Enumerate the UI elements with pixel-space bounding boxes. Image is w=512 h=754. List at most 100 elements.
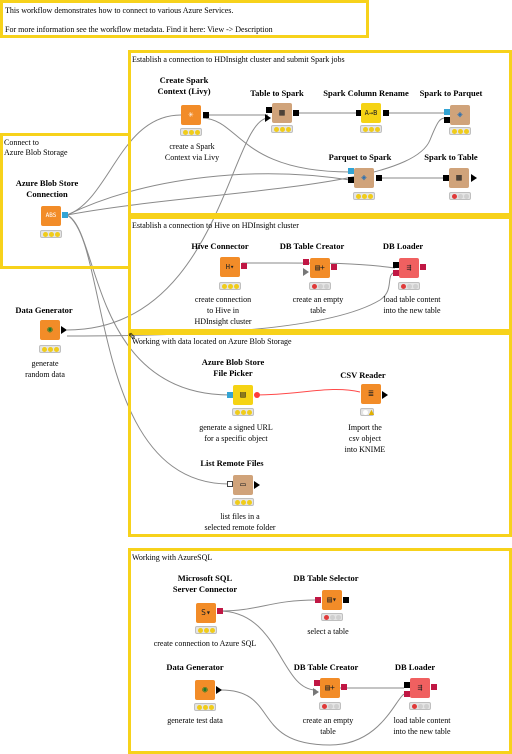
- db-table-creator-icon[interactable]: ▤+: [320, 678, 340, 698]
- output-port[interactable]: [293, 110, 299, 116]
- annotation-azuresql: Working with AzureSQL: [128, 548, 512, 754]
- node-description: load table content into the new table: [383, 295, 441, 315]
- node-status: [360, 408, 374, 416]
- mssql-icon[interactable]: S▾: [196, 603, 216, 623]
- annotation-blob-data: Working with data located on Azure Blob …: [128, 332, 512, 537]
- db-loader-icon[interactable]: ⇶: [399, 258, 419, 278]
- node-title: DB Table Creator: [279, 241, 345, 251]
- node-title: Spark to Parquet: [419, 88, 483, 98]
- output-port[interactable]: [331, 264, 337, 270]
- output-port[interactable]: [431, 684, 437, 690]
- node-status: [271, 125, 293, 133]
- input-port[interactable]: [443, 175, 449, 181]
- spark-to-table-icon[interactable]: ▦: [449, 168, 469, 188]
- input-port[interactable]: [404, 691, 410, 697]
- data-generator-icon[interactable]: ◉: [40, 320, 60, 340]
- node-status: [194, 703, 216, 711]
- output-port[interactable]: [382, 391, 388, 399]
- output-port[interactable]: [216, 686, 222, 694]
- output-port[interactable]: [254, 481, 260, 489]
- output-port[interactable]: [254, 392, 260, 398]
- hive-icon[interactable]: H▾: [220, 257, 240, 277]
- edge-blob-to-spark-context: [66, 114, 182, 216]
- file-picker-icon[interactable]: ▤: [233, 385, 253, 405]
- node-status: [195, 626, 217, 634]
- node-status: [409, 702, 431, 710]
- edge-blob-to-spark-to-parquet: [66, 117, 447, 216]
- db-loader-icon[interactable]: ⇶: [410, 678, 430, 698]
- output-port[interactable]: [383, 110, 389, 116]
- parquet-icon[interactable]: ◈: [354, 168, 374, 188]
- db-table-creator-icon[interactable]: ▤+: [310, 258, 330, 278]
- db-table-selector-icon[interactable]: ▤▾: [322, 590, 342, 610]
- output-port[interactable]: [343, 597, 349, 603]
- input-port[interactable]: [265, 114, 271, 122]
- node-description: list files in a selected remote folder: [204, 512, 276, 532]
- edge-datagen2-to-loader: [220, 689, 405, 746]
- node-status: [449, 192, 471, 200]
- node-description: generate a signed URL for a specific obj…: [199, 423, 273, 443]
- annotation-hive: Establish a connection to Hive on HDInsi…: [128, 216, 512, 332]
- input-port[interactable]: [393, 270, 399, 276]
- input-port[interactable]: [356, 110, 362, 116]
- spark-context-icon[interactable]: ✳: [181, 105, 201, 125]
- node-title: Spark to Table: [424, 152, 478, 162]
- node-status: [319, 702, 341, 710]
- node-status: [360, 125, 382, 133]
- node-title: DB Table Creator: [293, 662, 359, 672]
- node-description: generate random data: [25, 359, 65, 379]
- node-title: Azure Blob Store File Picker: [201, 357, 265, 378]
- header-annotation: This workflow demonstrates how to connec…: [0, 0, 369, 38]
- node-title: CSV Reader: [340, 370, 386, 380]
- output-port[interactable]: [241, 263, 247, 269]
- input-port[interactable]: [444, 109, 450, 115]
- input-port[interactable]: [348, 168, 354, 174]
- output-port[interactable]: [203, 112, 209, 118]
- node-title: DB Loader: [394, 662, 436, 672]
- parquet-icon[interactable]: ◈: [450, 105, 470, 125]
- output-port[interactable]: [471, 174, 477, 182]
- node-status: [309, 282, 331, 290]
- output-port[interactable]: [376, 175, 382, 181]
- input-port[interactable]: [444, 117, 450, 123]
- node-title: List Remote Files: [200, 458, 264, 468]
- node-title: DB Table Selector: [293, 573, 359, 583]
- annotation-blob-connect: Connect to Azure Blob Storage: [0, 133, 131, 269]
- input-port[interactable]: [348, 177, 354, 183]
- annotation-azuresql-label: Working with AzureSQL: [132, 553, 213, 562]
- node-status: [180, 128, 202, 136]
- node-status: [449, 127, 471, 135]
- output-port[interactable]: [341, 684, 347, 690]
- data-generator-icon[interactable]: ◉: [195, 680, 215, 700]
- output-port[interactable]: [420, 264, 426, 270]
- output-port[interactable]: [217, 608, 223, 614]
- edge-mssql-to-creator: [218, 610, 317, 691]
- input-port[interactable]: [266, 107, 272, 113]
- input-port[interactable]: [315, 597, 321, 603]
- list-files-icon[interactable]: ▭: [233, 475, 253, 495]
- input-port[interactable]: [313, 688, 319, 696]
- warning-icon: ▲: [367, 407, 376, 417]
- node-status: [40, 230, 62, 238]
- column-rename-icon[interactable]: A→B: [361, 103, 381, 123]
- header-line-2: For more information see the workflow me…: [5, 25, 273, 34]
- node-status: [39, 345, 61, 353]
- node-description: create connection to Azure SQL: [153, 639, 257, 648]
- input-port[interactable]: [227, 392, 233, 398]
- output-port[interactable]: [62, 212, 68, 218]
- node-title: Hive Connector: [191, 241, 249, 251]
- input-port[interactable]: [404, 682, 410, 688]
- annotation-blob-data-label: Working with data located on Azure Blob …: [132, 337, 292, 346]
- output-port[interactable]: [61, 326, 67, 334]
- edge-blob-to-parquet-to-spark: [66, 173, 351, 216]
- azure-blob-icon[interactable]: ABS: [41, 206, 61, 226]
- node-description: select a table: [307, 627, 349, 636]
- input-port[interactable]: [314, 680, 320, 686]
- input-port[interactable]: [303, 268, 309, 276]
- input-port[interactable]: [227, 481, 233, 487]
- input-port[interactable]: [303, 259, 309, 265]
- csv-reader-icon[interactable]: ≣: [361, 384, 381, 404]
- edge-mssql-to-selector: [218, 599, 317, 612]
- table-to-spark-icon[interactable]: ▦: [272, 103, 292, 123]
- input-port[interactable]: [393, 262, 399, 268]
